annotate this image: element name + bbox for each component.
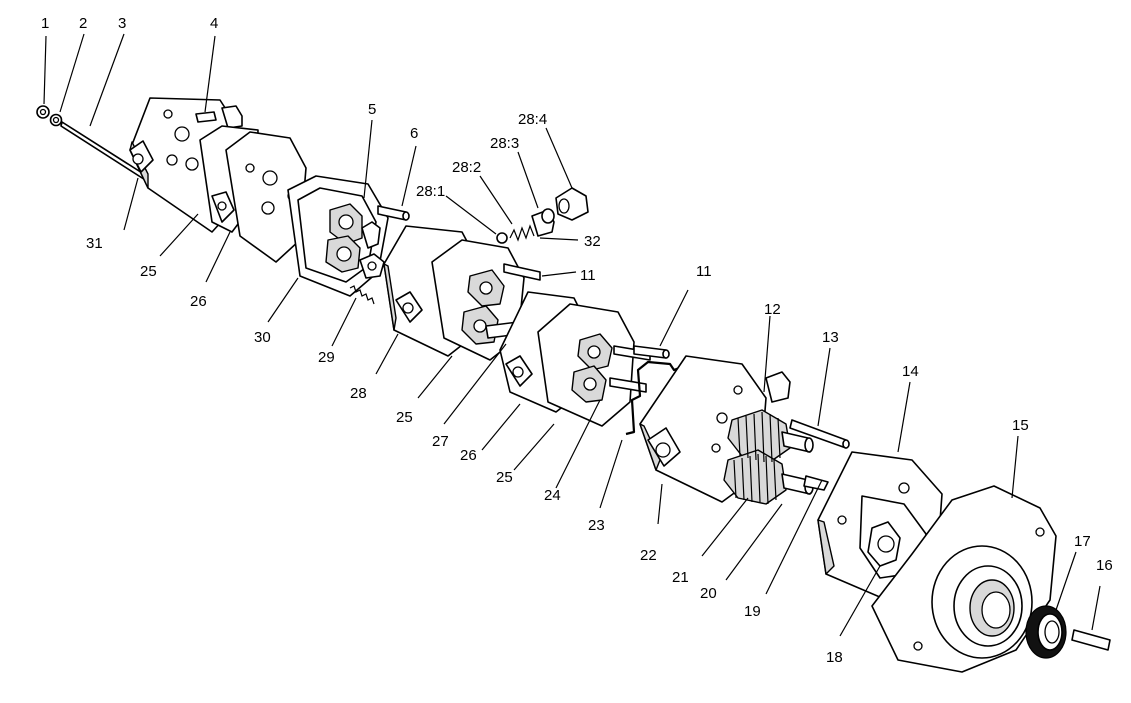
callout-3: 3 (118, 15, 126, 32)
part-dowel-pin (377, 205, 410, 221)
part-drive-shaft-stub (359, 221, 385, 279)
callout-23: 23 (588, 517, 605, 534)
callout-28-3: 28:3 (490, 135, 519, 152)
callout-22: 22 (640, 547, 657, 564)
callout-31: 31 (86, 235, 103, 252)
part-mounting-flange (871, 485, 1057, 673)
callout-17: 17 (1074, 533, 1091, 550)
part-spring-29 (349, 285, 375, 305)
callout-30: 30 (254, 329, 271, 346)
leader-lines (43, 33, 1101, 637)
callout-25-a: 25 (140, 263, 157, 280)
part-section-body-3 (537, 303, 635, 427)
callout-5: 5 (368, 101, 376, 118)
part-washer (49, 113, 63, 127)
callout-11-lower: 11 (696, 263, 712, 280)
part-valve-ball (496, 232, 508, 244)
callout-19: 19 (744, 603, 761, 620)
callout-26-b: 26 (460, 447, 477, 464)
part-valve-plug (531, 208, 555, 237)
part-valve-spring (509, 224, 535, 242)
part-gear-shafts (781, 431, 814, 495)
callout-25-b: 25 (396, 409, 413, 426)
part-shaft-seal (1025, 605, 1067, 659)
part-dowel-13 (789, 419, 850, 449)
callout-26-a: 26 (190, 293, 207, 310)
callout-1: 1 (41, 15, 49, 32)
callout-11-upper: 11 (580, 267, 596, 284)
part-valve-cap-nut (555, 187, 589, 221)
part-dowel-11-lower (633, 345, 670, 359)
callout-21: 21 (672, 569, 689, 586)
part-dowel-11-upper (503, 263, 541, 281)
callout-32: 32 (584, 233, 601, 250)
callout-28: 28 (350, 385, 367, 402)
callout-13: 13 (822, 329, 839, 346)
callout-27: 27 (432, 433, 449, 450)
break-symbol (625, 360, 685, 436)
part-key (803, 475, 829, 491)
callout-15: 15 (1012, 417, 1029, 434)
callout-14: 14 (902, 363, 919, 380)
part-nut (36, 105, 50, 119)
part-drive-gear (723, 409, 791, 505)
callout-4: 4 (210, 15, 218, 32)
callout-28-4: 28:4 (518, 111, 547, 128)
callout-28-1: 28:1 (416, 183, 445, 200)
part-drive-key (1071, 629, 1111, 651)
callout-2: 2 (79, 15, 87, 32)
part-front-plate (817, 451, 943, 605)
callout-18: 18 (826, 649, 843, 666)
callout-16: 16 (1096, 557, 1113, 574)
callout-28-2: 28:2 (452, 159, 481, 176)
callout-29: 29 (318, 349, 335, 366)
callout-20: 20 (700, 585, 717, 602)
callout-25-c: 25 (496, 469, 513, 486)
callout-12: 12 (764, 301, 781, 318)
callout-6: 6 (410, 125, 418, 142)
callout-24: 24 (544, 487, 561, 504)
